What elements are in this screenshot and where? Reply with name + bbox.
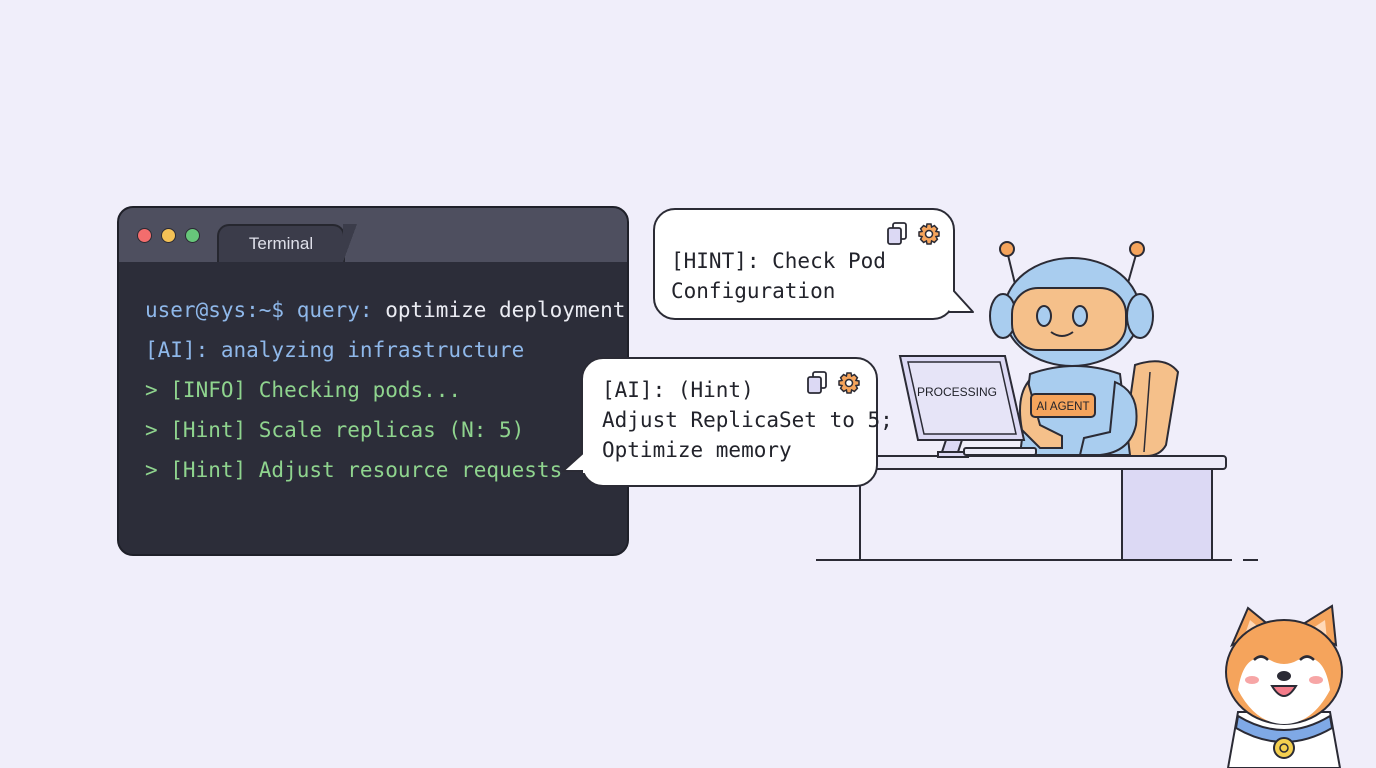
robot-badge — [1030, 393, 1096, 418]
maximize-window-button[interactable] — [185, 228, 200, 243]
copy-icon[interactable] — [887, 222, 909, 246]
robot: AI AGENT — [989, 241, 1154, 456]
minimize-window-button[interactable] — [161, 228, 176, 243]
terminal-line: > [Hint] Scale replicas (N: 5) — [145, 418, 525, 442]
tab-terminal-label: Terminal — [248, 234, 314, 253]
keyboard — [963, 447, 1037, 456]
hint-bubble-text: [HINT]: Check Pod Configuration — [671, 249, 886, 303]
terminal-window[interactable]: Terminal user@sys:~$ query: optimize dep… — [117, 206, 629, 556]
terminal-line: user@sys:~$ query: optimize deployment — [145, 290, 625, 330]
monitor: PROCESSING — [898, 355, 1037, 458]
terminal-output[interactable]: user@sys:~$ query: optimize deployment [… — [145, 290, 625, 490]
shell-prompt: user@sys:~$ query: — [145, 298, 373, 322]
terminal-line: [AI]: analyzing infrastructure — [145, 338, 525, 362]
dog-tag — [1273, 737, 1295, 759]
ai-bubble-text: [AI]: (Hint) Adjust ReplicaSet to 5; Opt… — [602, 378, 893, 462]
terminal-titlebar: Terminal — [119, 208, 627, 262]
tab-terminal[interactable]: Terminal — [217, 224, 357, 262]
gear-icon[interactable] — [917, 222, 941, 246]
hint-speech-bubble: [HINT]: Check Pod Configuration — [653, 208, 974, 320]
close-window-button[interactable] — [137, 228, 152, 243]
terminal-line: > [Hint] Adjust resource requests — [145, 458, 563, 482]
dog-collar — [1234, 714, 1334, 743]
desk — [845, 455, 1227, 561]
gear-icon[interactable] — [837, 371, 861, 395]
shiba-dog — [1225, 604, 1343, 768]
monitor-label: PROCESSING — [917, 385, 997, 399]
ai-speech-bubble: [AI]: (Hint) Adjust ReplicaSet to 5; Opt… — [562, 357, 893, 487]
bubble-tail — [947, 288, 974, 313]
terminal-line: > [INFO] Checking pods... — [145, 378, 462, 402]
copy-icon[interactable] — [807, 371, 829, 395]
bubble-tail — [562, 451, 589, 473]
robot-badge-label: AI AGENT — [1036, 401, 1089, 413]
user-command: optimize deployment — [385, 298, 626, 322]
